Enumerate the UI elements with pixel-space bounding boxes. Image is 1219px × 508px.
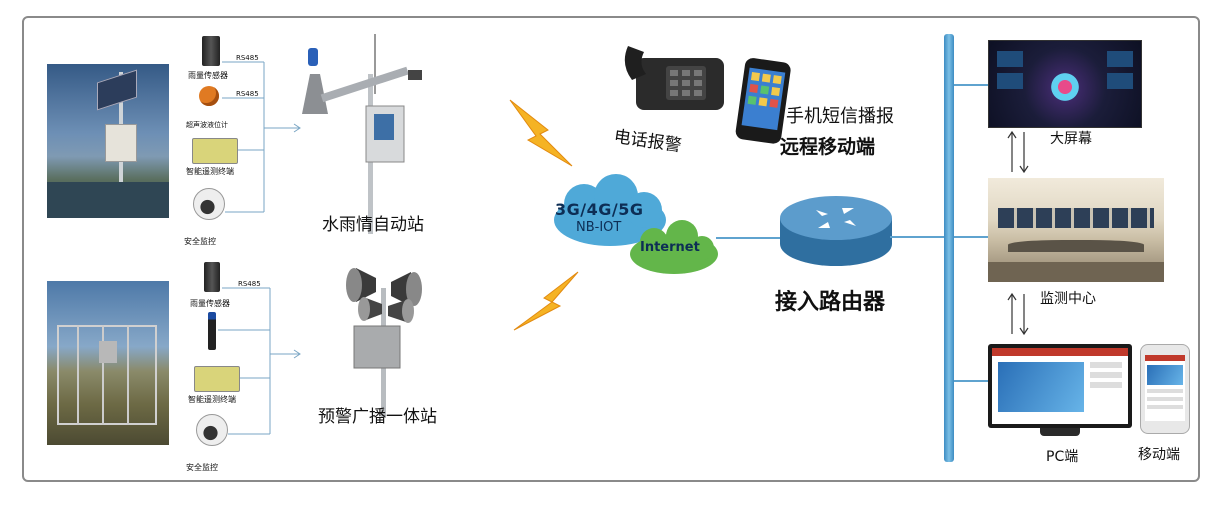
lightning-icon — [513, 271, 579, 331]
pc-stand — [1040, 428, 1080, 436]
ultrasonic-level-icon — [199, 86, 219, 106]
router-icon — [780, 196, 892, 266]
lightning-icon — [509, 99, 573, 167]
smartphone-icon — [735, 58, 791, 144]
network-backbone — [944, 34, 954, 462]
mobile-device — [1140, 344, 1190, 434]
camera-icon — [196, 414, 228, 446]
bottom-site-photo — [47, 281, 169, 445]
pc-monitor — [988, 344, 1132, 428]
internet-label: Internet — [640, 240, 700, 255]
monitoring-center-photo — [988, 178, 1164, 282]
router-label: 接入路由器 — [775, 290, 886, 315]
rtu-label: 智能遥测终端 — [188, 395, 236, 404]
camera-label: 安全监控 — [184, 237, 216, 246]
nbiot-label: NB-IOT — [576, 220, 622, 235]
rain-gauge-label: 雨量传感器 — [190, 299, 230, 308]
level-probe-icon — [208, 312, 216, 350]
rtu-label: 智能遥测终端 — [186, 167, 234, 176]
sms-broadcast-label: 手机短信播报 — [786, 106, 894, 127]
camera-icon — [193, 188, 225, 220]
rs485-label: RS485 — [236, 54, 259, 62]
backbone-branch — [954, 380, 990, 382]
internet-cloud-icon — [630, 220, 718, 274]
broadcast-station-label: 预警广播一体站 — [318, 407, 437, 427]
backbone-branch — [954, 84, 990, 86]
rtu-icon — [194, 366, 240, 392]
bidirectional-arrow-icon — [1007, 130, 1029, 174]
backbone-branch — [954, 236, 990, 238]
monitoring-center-label: 监测中心 — [1040, 291, 1096, 307]
broadcast-station-icon — [346, 268, 422, 418]
desk-phone-icon — [624, 46, 724, 110]
cellular-cloud-icon — [554, 174, 666, 246]
mobile-label: 移动端 — [1138, 447, 1180, 463]
big-screen-display — [988, 40, 1142, 128]
router-backbone-link — [890, 236, 946, 238]
rain-gauge-icon — [204, 262, 220, 292]
ultrasonic-level-label: 超声波液位计 — [186, 121, 228, 129]
bidirectional-arrow-icon — [1007, 292, 1029, 336]
big-screen-label: 大屏幕 — [1050, 131, 1092, 147]
rs485-label: RS485 — [238, 280, 261, 288]
rain-gauge-icon — [202, 36, 220, 66]
internet-router-link — [716, 237, 786, 239]
water-rain-station-icon — [302, 34, 422, 234]
camera-label: 安全监控 — [186, 463, 218, 472]
rain-gauge-label: 雨量传感器 — [188, 71, 228, 80]
top-site-photo — [47, 64, 169, 218]
water-rain-station-label: 水雨情自动站 — [322, 215, 424, 235]
rs485-label: RS485 — [236, 90, 259, 98]
cellular-network-label: 3G/4G/5G — [555, 200, 644, 219]
remote-mobile-label: 远程移动端 — [780, 136, 876, 158]
pc-label: PC端 — [1046, 449, 1079, 465]
rtu-icon — [192, 138, 238, 164]
